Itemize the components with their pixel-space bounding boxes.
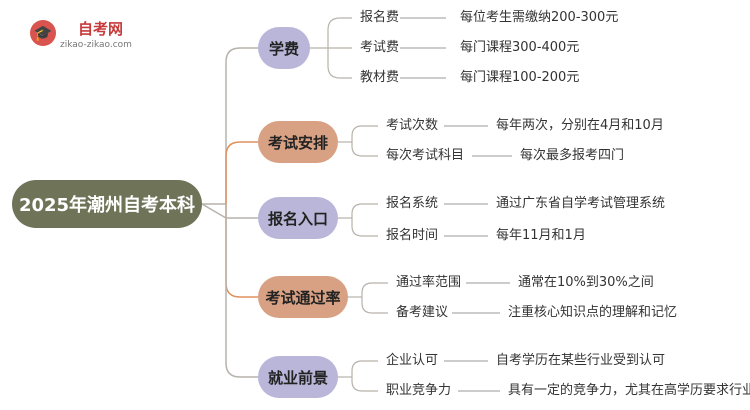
registration-item-label: 报名时间 <box>386 228 439 243</box>
employment-item-value: 自考学历在某些行业受到认可 <box>496 353 666 368</box>
tuition-item-label: 报名费 <box>360 10 400 25</box>
site-logo[interactable]: 🎓 自考网 zikao-zikao.com <box>20 12 150 52</box>
employment-item-value: 具有一定的竞争力，尤其在高学历要求行业 <box>508 383 750 398</box>
exam-schedule-item-label: 考试次数 <box>386 118 439 133</box>
tuition-item-value: 每位考生需缴纳200-300元 <box>460 10 619 25</box>
pass-rate-item-value: 注重核心知识点的理解和记忆 <box>508 305 678 320</box>
branch-registration[interactable]: 报名入口 <box>258 197 338 239</box>
branch-tuition[interactable]: 学费 <box>258 27 310 69</box>
pass-rate-item-value: 通常在10%到30%之间 <box>518 275 654 290</box>
pass-rate-item-label: 通过率范围 <box>396 275 462 290</box>
employment-item-label: 职业竞争力 <box>386 383 452 398</box>
exam-schedule-item-label: 每次考试科目 <box>386 148 465 163</box>
branch-employment[interactable]: 就业前景 <box>258 356 338 398</box>
exam-schedule-item-value: 每年两次，分别在4月和10月 <box>496 118 664 133</box>
registration-item-label: 报名系统 <box>386 196 439 211</box>
registration-item-value: 每年11月和1月 <box>496 228 586 243</box>
exam-schedule-item-value: 每次最多报考四门 <box>520 148 625 163</box>
registration-item-value: 通过广东省自学考试管理系统 <box>496 196 666 211</box>
tuition-item-value: 每门课程100-200元 <box>460 70 580 85</box>
pass-rate-item-label: 备考建议 <box>396 305 449 320</box>
branch-pass-rate[interactable]: 考试通过率 <box>258 276 348 318</box>
logo-url: zikao-zikao.com <box>60 40 132 50</box>
root-node[interactable]: 2025年潮州自考本科 <box>12 180 202 228</box>
branch-exam-schedule[interactable]: 考试安排 <box>258 121 338 163</box>
tuition-item-label: 教材费 <box>360 70 400 85</box>
tuition-item-value: 每门课程300-400元 <box>460 40 580 55</box>
graduation-cap-icon: 🎓 <box>30 20 56 46</box>
tuition-item-label: 考试费 <box>360 40 400 55</box>
employment-item-label: 企业认可 <box>386 353 439 368</box>
logo-name: 自考网 <box>78 20 124 38</box>
